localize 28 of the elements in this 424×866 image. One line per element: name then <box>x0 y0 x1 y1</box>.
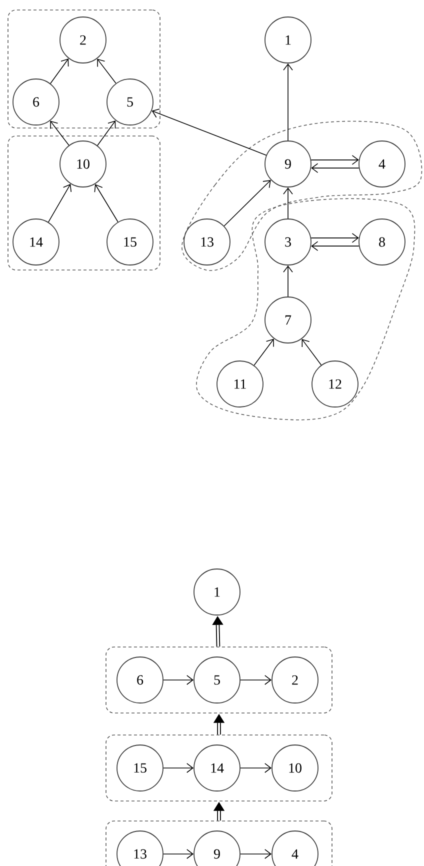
arrow <box>48 184 72 222</box>
arrow <box>310 155 359 165</box>
arrow <box>163 763 194 773</box>
arrow <box>240 763 272 773</box>
arrow <box>311 163 360 173</box>
dashed-group-box <box>8 136 160 270</box>
dashed-group-box <box>106 820 332 866</box>
arrow <box>97 58 116 84</box>
arrow <box>302 338 322 366</box>
arrow <box>283 265 293 297</box>
arrow <box>311 241 360 251</box>
arrow <box>152 108 267 156</box>
arrow <box>283 63 293 141</box>
arrow <box>163 675 194 685</box>
arrow <box>94 184 118 222</box>
dashed-group-box <box>106 734 332 802</box>
dashed-region <box>182 120 422 271</box>
dashed-group-box <box>106 646 332 714</box>
arrow <box>240 849 272 859</box>
arrow <box>224 180 271 226</box>
dashed-region <box>196 198 416 420</box>
arrow <box>310 233 359 243</box>
arrow <box>163 849 194 859</box>
arrow <box>50 58 69 84</box>
arrow <box>254 338 274 366</box>
arrow <box>283 187 293 219</box>
dashed-group-box <box>8 10 160 128</box>
arrow <box>240 675 272 685</box>
